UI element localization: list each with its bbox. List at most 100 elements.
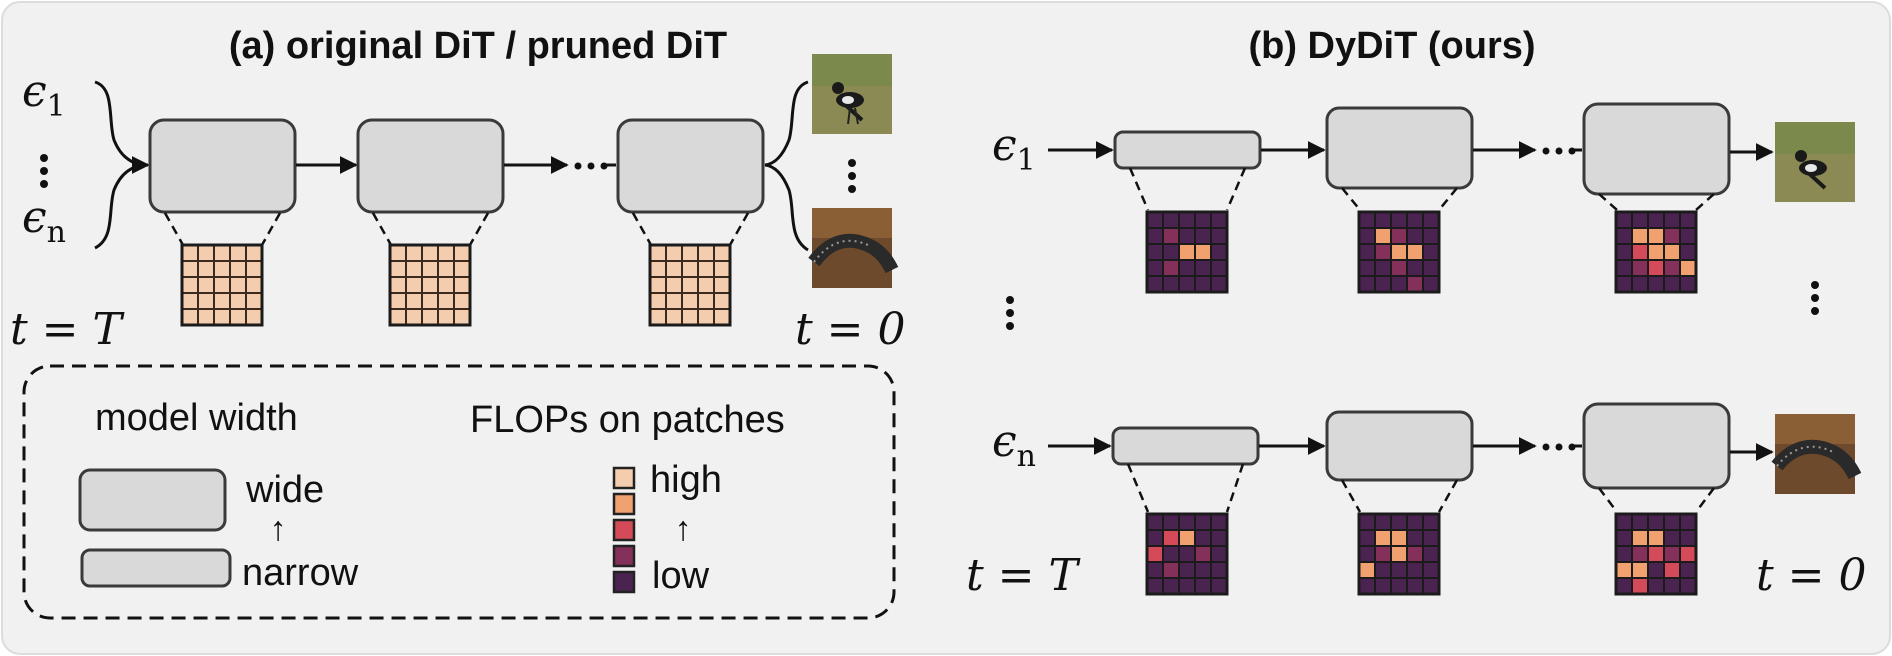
- patch-grid-frame: [1614, 210, 1698, 294]
- patch-cell: [665, 260, 683, 278]
- patch-cell: [1210, 561, 1228, 579]
- patch-cell: [437, 308, 455, 326]
- patch-cell: [1663, 561, 1681, 579]
- patch-cell: [1162, 513, 1180, 531]
- patch-cell: [453, 260, 471, 278]
- patch-cell: [1615, 513, 1633, 531]
- patch-cell: [1194, 577, 1212, 595]
- patch-cell: [1146, 275, 1164, 293]
- patch-cell: [1615, 561, 1633, 579]
- patch-cell: [1631, 227, 1649, 245]
- patch-cell: [245, 308, 263, 326]
- patch-cell: [437, 292, 455, 310]
- legend-wide-block: [78, 468, 227, 532]
- patch-cell: [1679, 275, 1697, 293]
- patch-cell: [1631, 577, 1649, 595]
- patch-cell: [389, 308, 407, 326]
- patch-cell: [1663, 211, 1681, 229]
- patch-cell: [665, 292, 683, 310]
- patch-cell: [1647, 227, 1665, 245]
- patch-cell: [1162, 259, 1180, 277]
- patch-cell: [713, 244, 731, 262]
- patch-cell: [1146, 211, 1164, 229]
- patch-cell: [1679, 259, 1697, 277]
- patch-cell: [1146, 513, 1164, 531]
- patch-grid-frame: [1145, 512, 1229, 596]
- patch-cell: [405, 244, 423, 262]
- patch-cell: [181, 260, 199, 278]
- patch-cell: [649, 292, 667, 310]
- patch-grid-frame: [1145, 210, 1229, 294]
- patch-cell: [1194, 259, 1212, 277]
- patch-cell: [697, 260, 715, 278]
- patch-cell: [181, 292, 199, 310]
- patch-cell: [1647, 243, 1665, 261]
- patch-cell: [1663, 545, 1681, 563]
- patch-cell: [697, 244, 715, 262]
- patch-cell: [197, 308, 215, 326]
- patch-cell: [1406, 545, 1424, 563]
- legend-swatch-red: [612, 518, 636, 542]
- patch-cell: [421, 260, 439, 278]
- patch-grid-frame: [1357, 210, 1441, 294]
- patch-cell: [1390, 227, 1408, 245]
- patch-cell: [1194, 513, 1212, 531]
- panel-a-block-1: [148, 118, 297, 214]
- patch-cell: [213, 276, 231, 294]
- patch-cell: [389, 292, 407, 310]
- patch-cell: [1679, 243, 1697, 261]
- patch-cell: [197, 276, 215, 294]
- patch-cell: [1374, 227, 1392, 245]
- legend-width-arrow: ↑: [270, 510, 287, 548]
- patch-cell: [1422, 529, 1440, 547]
- patch-cell: [229, 292, 247, 310]
- patch-cell: [1647, 259, 1665, 277]
- patch-cell: [1358, 577, 1376, 595]
- legend-box: model width wide ↑ narrow FLOPs on patch…: [22, 364, 896, 620]
- patch-cell: [1631, 243, 1649, 261]
- patch-cell: [245, 260, 263, 278]
- patch-cell: [665, 308, 683, 326]
- patch-cell: [213, 308, 231, 326]
- patch-cell: [1390, 259, 1408, 277]
- legend-flops-swatches: [612, 466, 636, 594]
- patch-cell: [1615, 529, 1633, 547]
- patch-cell: [1178, 561, 1196, 579]
- patch-cell: [649, 276, 667, 294]
- patch-cell: [437, 244, 455, 262]
- panel-a-eps-n: ϵn: [22, 192, 66, 250]
- panel-b-row1-output-image-bird: [1775, 122, 1855, 202]
- patch-cell: [1194, 227, 1212, 245]
- patch-cell: [1374, 545, 1392, 563]
- patch-cell: [1663, 529, 1681, 547]
- panel-b-row1-block-wide: [1582, 102, 1731, 196]
- patch-cell: [1178, 259, 1196, 277]
- patch-cell: [405, 308, 423, 326]
- panel-a-title: (a) original DiT / pruned DiT: [229, 25, 727, 67]
- patch-cell: [1162, 227, 1180, 245]
- patch-cell: [697, 292, 715, 310]
- patch-cell: [1374, 513, 1392, 531]
- patch-cell: [1422, 227, 1440, 245]
- patch-cell: [1194, 529, 1212, 547]
- patch-cell: [1663, 513, 1681, 531]
- patch-cell: [1374, 577, 1392, 595]
- patch-cell: [1406, 529, 1424, 547]
- patch-cell: [1422, 577, 1440, 595]
- patch-cell: [1194, 243, 1212, 261]
- patch-cell: [1647, 545, 1665, 563]
- panel-b-row2-zoom-lines: [1126, 463, 1715, 513]
- patch-cell: [1374, 243, 1392, 261]
- legend-width-title: model width: [95, 397, 298, 439]
- patch-cell: [1647, 561, 1665, 579]
- panel-b-right-vertical-dots: [1811, 281, 1819, 315]
- patch-cell: [1422, 243, 1440, 261]
- patch-cell: [1647, 275, 1665, 293]
- legend-narrow-block: [80, 548, 232, 588]
- patch-cell: [1647, 211, 1665, 229]
- patch-cell: [1358, 243, 1376, 261]
- patch-cell: [1663, 577, 1681, 595]
- patch-cell: [1663, 275, 1681, 293]
- patch-cell: [229, 308, 247, 326]
